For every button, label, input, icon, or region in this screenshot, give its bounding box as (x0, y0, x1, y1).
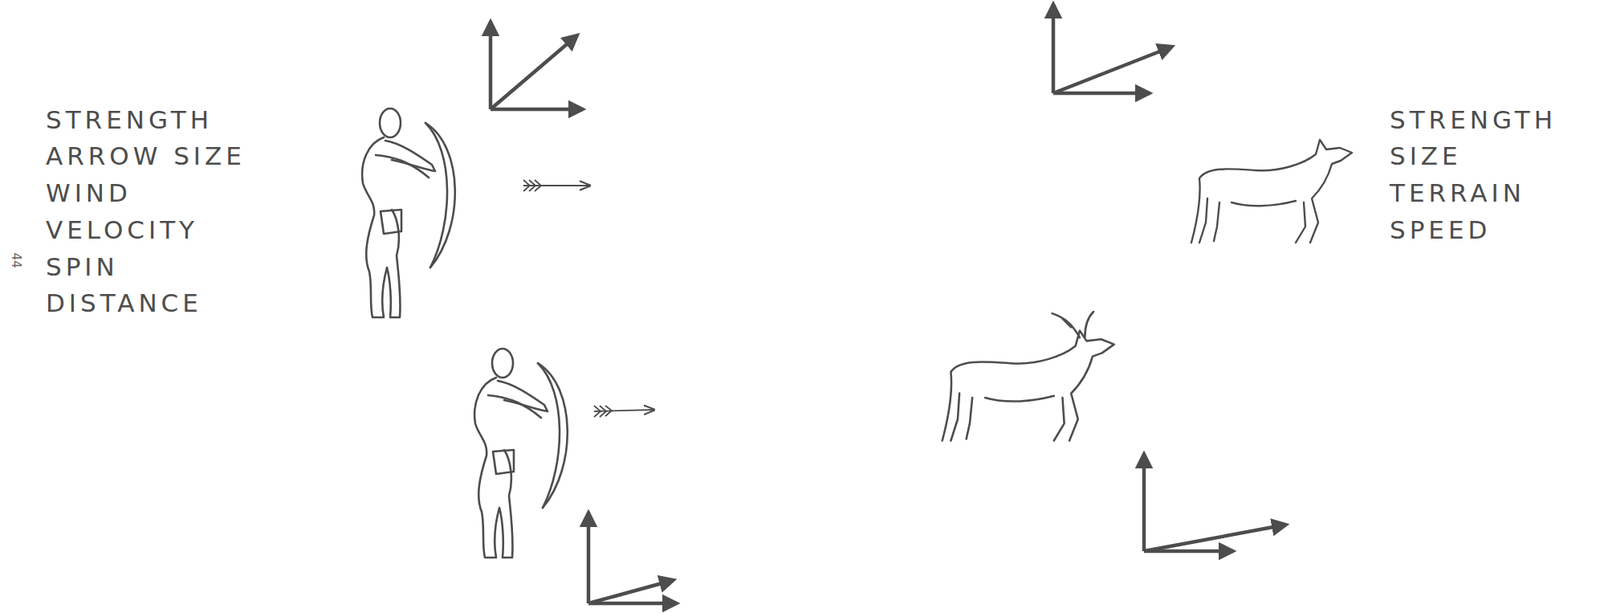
deer-figure (1191, 139, 1352, 243)
antlers (1052, 311, 1094, 338)
flying-arrow (523, 179, 591, 192)
axis-line (1144, 524, 1287, 551)
axis-line (586, 512, 591, 603)
axis-line (1053, 91, 1150, 96)
variable-label: STRENGTH (1389, 107, 1557, 133)
axis-line (1142, 453, 1147, 551)
variable-label: VELOCITY (45, 217, 199, 243)
variable-label: SPIN (45, 254, 119, 280)
variable-label: ARROW SIZE (45, 143, 246, 169)
axis-line (588, 601, 677, 606)
variable-label: STRENGTH (45, 107, 213, 133)
variable-label: SIZE (1389, 143, 1462, 169)
axis-line (588, 579, 674, 603)
archer-figure (474, 348, 568, 558)
variable-label: TERRAIN (1389, 180, 1526, 206)
arrow-fletching (523, 179, 542, 192)
variable-label: SPEED (1389, 217, 1491, 243)
axis-line (490, 107, 583, 112)
arrow-shaft (594, 409, 655, 412)
axes-symbol (490, 21, 583, 110)
arrow-fletching (594, 405, 612, 417)
flying-arrow (594, 405, 655, 417)
axis-line (490, 35, 578, 110)
axes-symbol (1144, 453, 1287, 551)
axis-line (1053, 46, 1173, 94)
variable-label: WIND (45, 180, 132, 206)
page-number: 44 (9, 252, 22, 268)
variable-label: DISTANCE (45, 290, 203, 316)
deer-figure (942, 330, 1115, 441)
axes-symbol (1053, 4, 1173, 94)
stag-figure (942, 311, 1115, 441)
axis-line (488, 21, 493, 110)
archer-figure (362, 108, 456, 318)
arrow-shaft (523, 184, 591, 187)
axes-symbol (588, 512, 677, 603)
axis-line (1051, 4, 1056, 94)
